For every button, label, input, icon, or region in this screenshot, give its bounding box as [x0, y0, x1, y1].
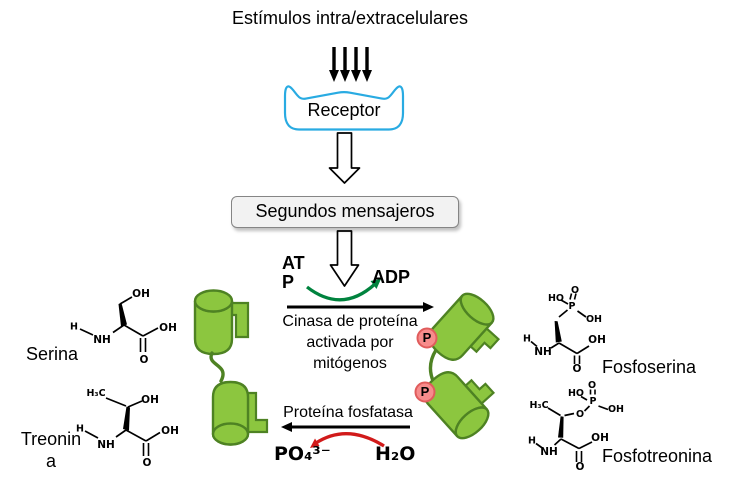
phosphoserine-nh: NH	[534, 346, 552, 358]
atp-adp-arc-icon	[305, 279, 381, 302]
phosphothreonine-o-acid: O	[576, 461, 585, 473]
serine-h: H	[70, 322, 78, 333]
phosphoserine-ho: HO	[548, 293, 564, 304]
phosphate-badge	[416, 327, 438, 349]
phosphate-badge-label: P	[422, 330, 432, 345]
phosphothreonine-h3c: H₃C	[529, 400, 548, 411]
flow-arrow-messengers-to-kinase	[329, 230, 360, 287]
phosphoserine-bonds	[530, 293, 590, 364]
phosphoserine-oh-acid: OH	[588, 334, 606, 346]
phosphate-badge	[414, 381, 436, 403]
inactive-protein-icon	[193, 289, 269, 446]
threonine-name-line1: Treonin	[20, 429, 82, 449]
threonine-bonds	[84, 397, 161, 456]
stimuli-arrows-icon	[329, 47, 372, 82]
kinase-enzyme-label: Cinasa de proteína activada por mitógeno…	[268, 311, 432, 374]
hydrolysis-arc-icon	[310, 432, 385, 448]
phosphothreonine-oh-p: OH	[608, 404, 624, 415]
kinase-arrow	[287, 302, 434, 312]
phosphoserine-oh-p: OH	[586, 314, 602, 325]
phosphatase-arrow	[281, 422, 410, 432]
kinase-enzyme-line1: Cinasa de proteína	[282, 313, 418, 330]
water-formula: H₂O	[375, 443, 416, 465]
threonine-nh: NH	[97, 439, 115, 451]
atp-line1: AT	[282, 253, 305, 273]
phosphothreonine-h: H	[528, 436, 536, 447]
phosphothreonine-p: P	[590, 396, 597, 407]
threonine-name: Treonin a	[13, 428, 89, 472]
phosphothreonine-oh-acid: OH	[591, 432, 609, 444]
serine-name: Serina	[26, 344, 79, 364]
phosphoserine-name: Fosfoserina	[602, 357, 697, 377]
phosphoserine-o-acid: O	[573, 363, 582, 375]
phosphothreonine-o-ester: O	[576, 409, 584, 420]
serine-oh-top: OH	[132, 288, 150, 300]
serine-oh-acid: OH	[159, 322, 177, 334]
phosphatase-enzyme-label: Proteína fosfatasa	[283, 404, 413, 421]
phosphoserine-structure: HO O P OH H NH OH O	[523, 285, 606, 375]
receptor-shape	[283, 85, 405, 131]
phosphothreonine-structure: O HO P OH O H₃C H NH OH O	[528, 380, 624, 473]
threonine-o-acid: O	[143, 457, 152, 469]
phosphothreonine-o-top: O	[588, 380, 596, 391]
threonine-oh-acid: OH	[161, 425, 179, 437]
second-messengers-box: Segundos mensajeros	[231, 196, 459, 228]
phosphoserine-h: H	[523, 334, 531, 345]
threonine-h: H	[76, 424, 84, 435]
diagram-title: Estímulos intra/extracelulares	[231, 8, 469, 28]
phospho-protein-lower-lobe	[422, 371, 496, 440]
phosphoserine-p: P	[569, 301, 576, 312]
serine-bonds	[79, 296, 159, 352]
threonine-h3c: H₃C	[86, 388, 105, 399]
adp-label: ADP	[372, 267, 411, 287]
phosphorylated-protein-icon	[414, 292, 501, 440]
phosphoserine-o-top: O	[571, 285, 579, 296]
phosphothreonine-name: Fosfotreonina	[602, 446, 713, 466]
receptor-label: Receptor	[307, 100, 381, 120]
phosphothreonine-ho: HO	[568, 388, 584, 399]
phosphothreonine-nh: NH	[540, 446, 558, 458]
kinase-enzyme-line2: activada por	[306, 334, 394, 351]
threonine-name-line2: a	[45, 451, 56, 471]
atp-label: AT P	[282, 254, 305, 292]
serine-structure: OH H NH OH O	[70, 288, 177, 366]
phosphate-formula: PO₄³⁻	[274, 443, 331, 465]
phosphate-badge-label: P	[420, 384, 430, 399]
phosphothreonine-bonds	[535, 389, 609, 462]
flow-arrow-receptor-to-messengers	[328, 132, 361, 184]
phospho-protein-upper-lobe	[427, 292, 501, 361]
serine-nh: NH	[93, 334, 111, 346]
threonine-structure: H₃C OH H NH OH O	[76, 388, 179, 469]
atp-line2: P	[282, 272, 295, 292]
threonine-oh-top: OH	[141, 394, 159, 406]
serine-o-acid: O	[140, 354, 149, 366]
second-messengers-label: Segundos mensajeros	[255, 201, 435, 221]
kinase-enzyme-line3: mitógenos	[313, 355, 387, 372]
